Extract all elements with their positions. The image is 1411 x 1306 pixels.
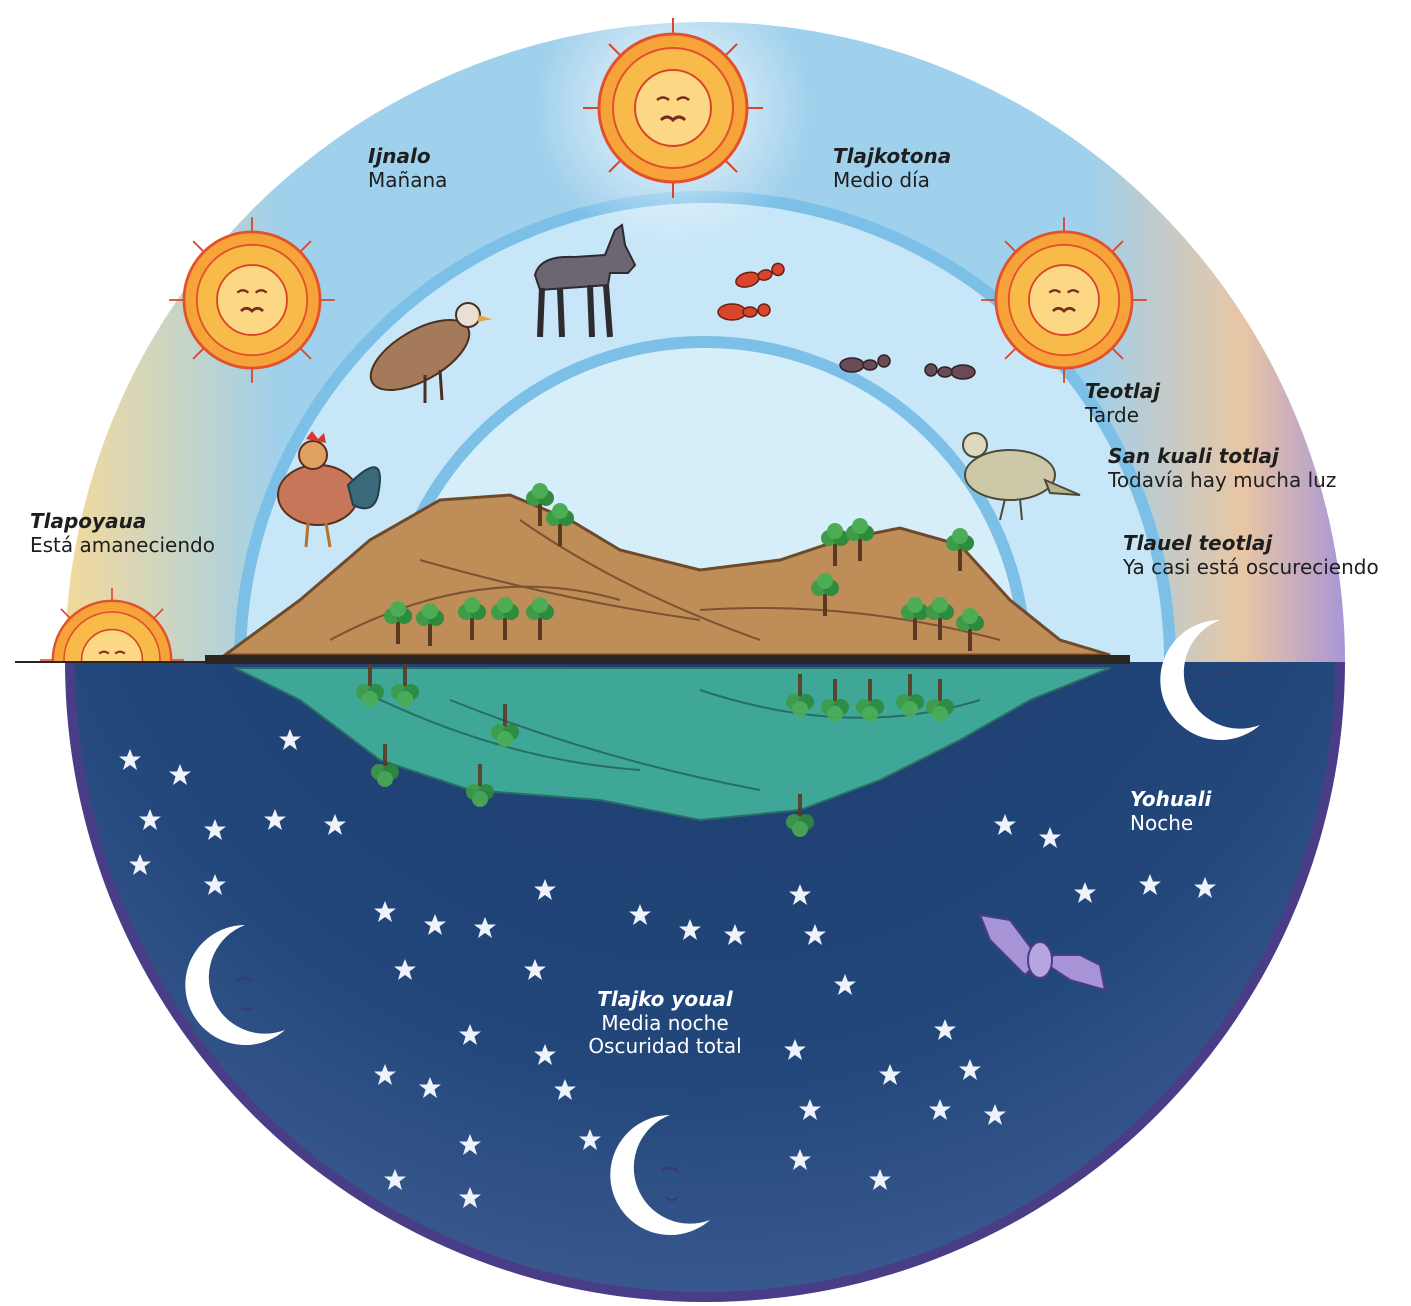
spanish-term: Todavía hay mucha luz [1108,469,1336,493]
spanish-term: Medio día [833,169,951,193]
label-san-kuali-totlaj: San kuali totlaj Todavía hay mucha luz [1108,445,1336,492]
spanish-term: Media noche [560,1012,770,1036]
label-teotlaj: Teotlaj Tarde [1085,380,1160,427]
sun-icon [981,217,1147,383]
horizon-line [205,655,1130,664]
spanish-term: Está amaneciendo [30,534,215,558]
label-tlauel-teotlaj: Tlauel teotlaj Ya casi está oscureciendo [1123,532,1379,579]
label-ijnalo: Ijnalo Mañana [368,145,447,192]
nahuatl-term: San kuali totlaj [1108,445,1336,469]
nahuatl-term: Tlajko youal [560,988,770,1012]
spanish-term: Ya casi está oscureciendo [1123,556,1379,580]
nahuatl-term: Yohuali [1130,788,1211,812]
nahuatl-term: Ijnalo [368,145,447,169]
nahuatl-term: Tlauel teotlaj [1123,532,1379,556]
spanish-term-extra: Oscuridad total [560,1035,770,1059]
spanish-term: Tarde [1085,404,1160,428]
label-tlapoyaua: Tlapoyaua Está amaneciendo [30,510,215,557]
nahuatl-term: Tlajkotona [833,145,951,169]
sun-icon [583,18,763,198]
spanish-term: Mañana [368,169,447,193]
sun-icon [169,217,335,383]
label-tlajko-youal: Tlajko youal Media noche Oscuridad total [560,988,770,1059]
nahuatl-term: Tlapoyaua [30,510,215,534]
spanish-term: Noche [1130,812,1211,836]
label-yohuali: Yohuali Noche [1130,788,1211,835]
label-tlajkotona: Tlajkotona Medio día [833,145,951,192]
nahuatl-term: Teotlaj [1085,380,1160,404]
